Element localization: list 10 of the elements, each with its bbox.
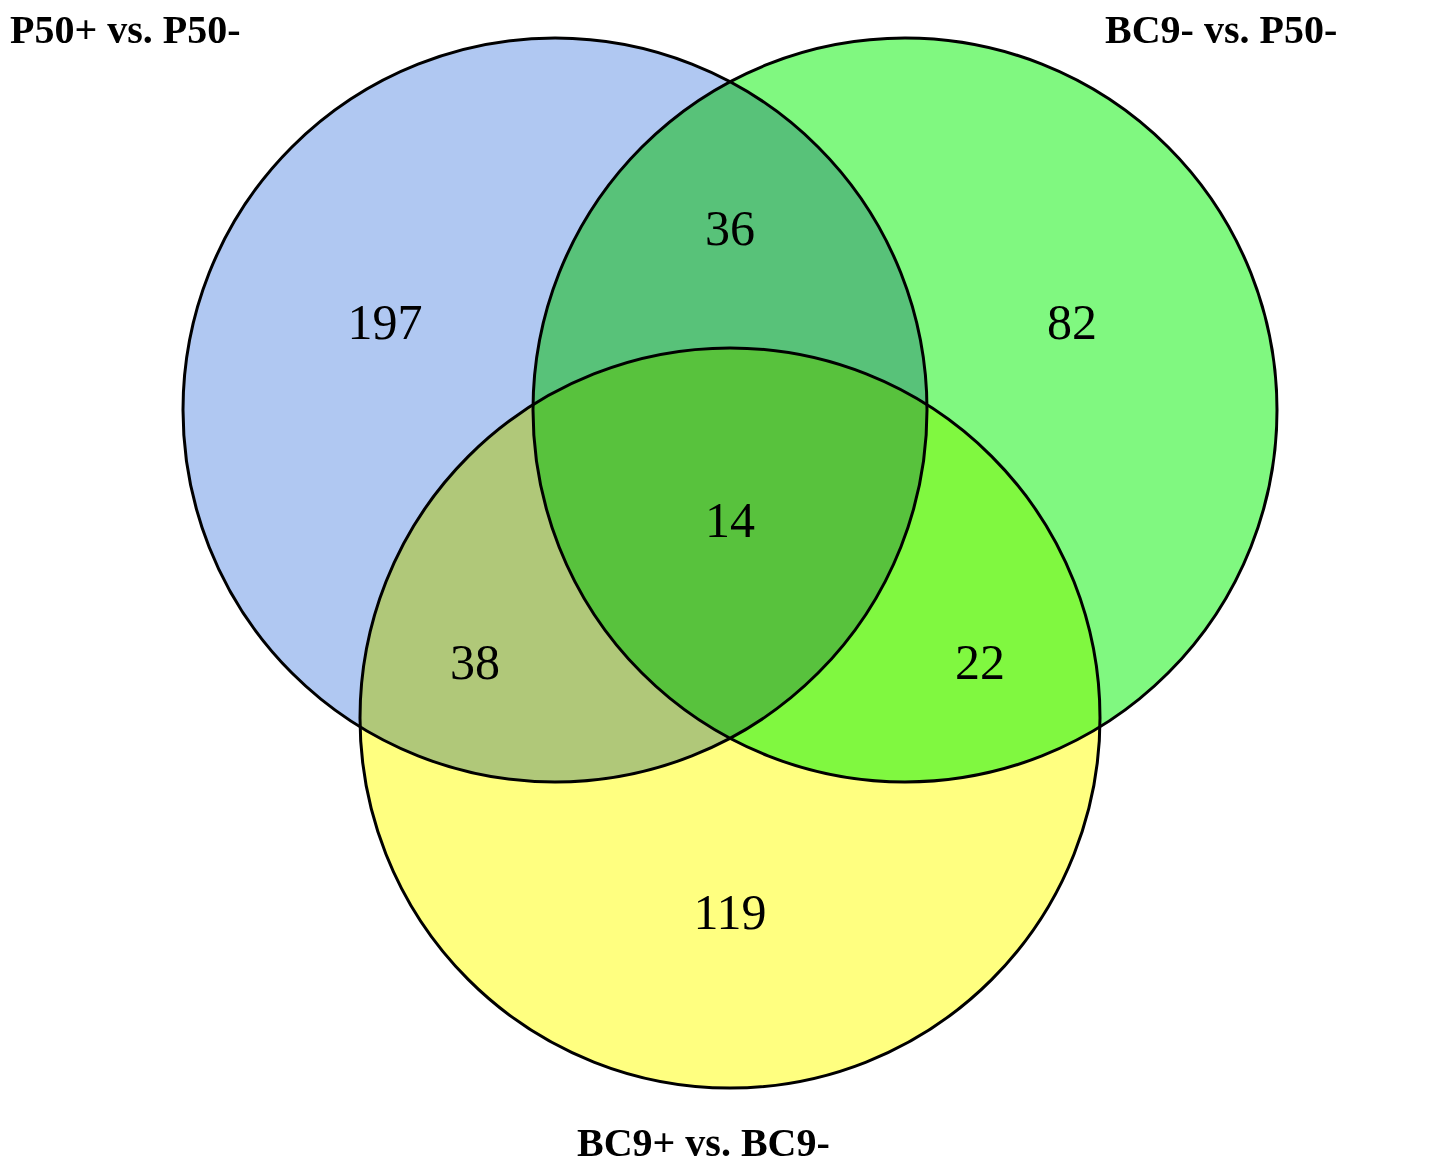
count-label: 119 <box>693 887 767 937</box>
set-label: BC9- vs. P50- <box>1105 10 1338 50</box>
count-label: 38 <box>450 637 500 687</box>
count-label: 197 <box>347 297 423 347</box>
set-label: BC9+ vs. BC9- <box>577 1123 830 1163</box>
count-label: 22 <box>955 637 1005 687</box>
count-label: 36 <box>705 203 755 253</box>
count-label: 82 <box>1047 297 1097 347</box>
count-label: 14 <box>705 495 755 545</box>
set-label: P50+ vs. P50- <box>10 10 241 50</box>
